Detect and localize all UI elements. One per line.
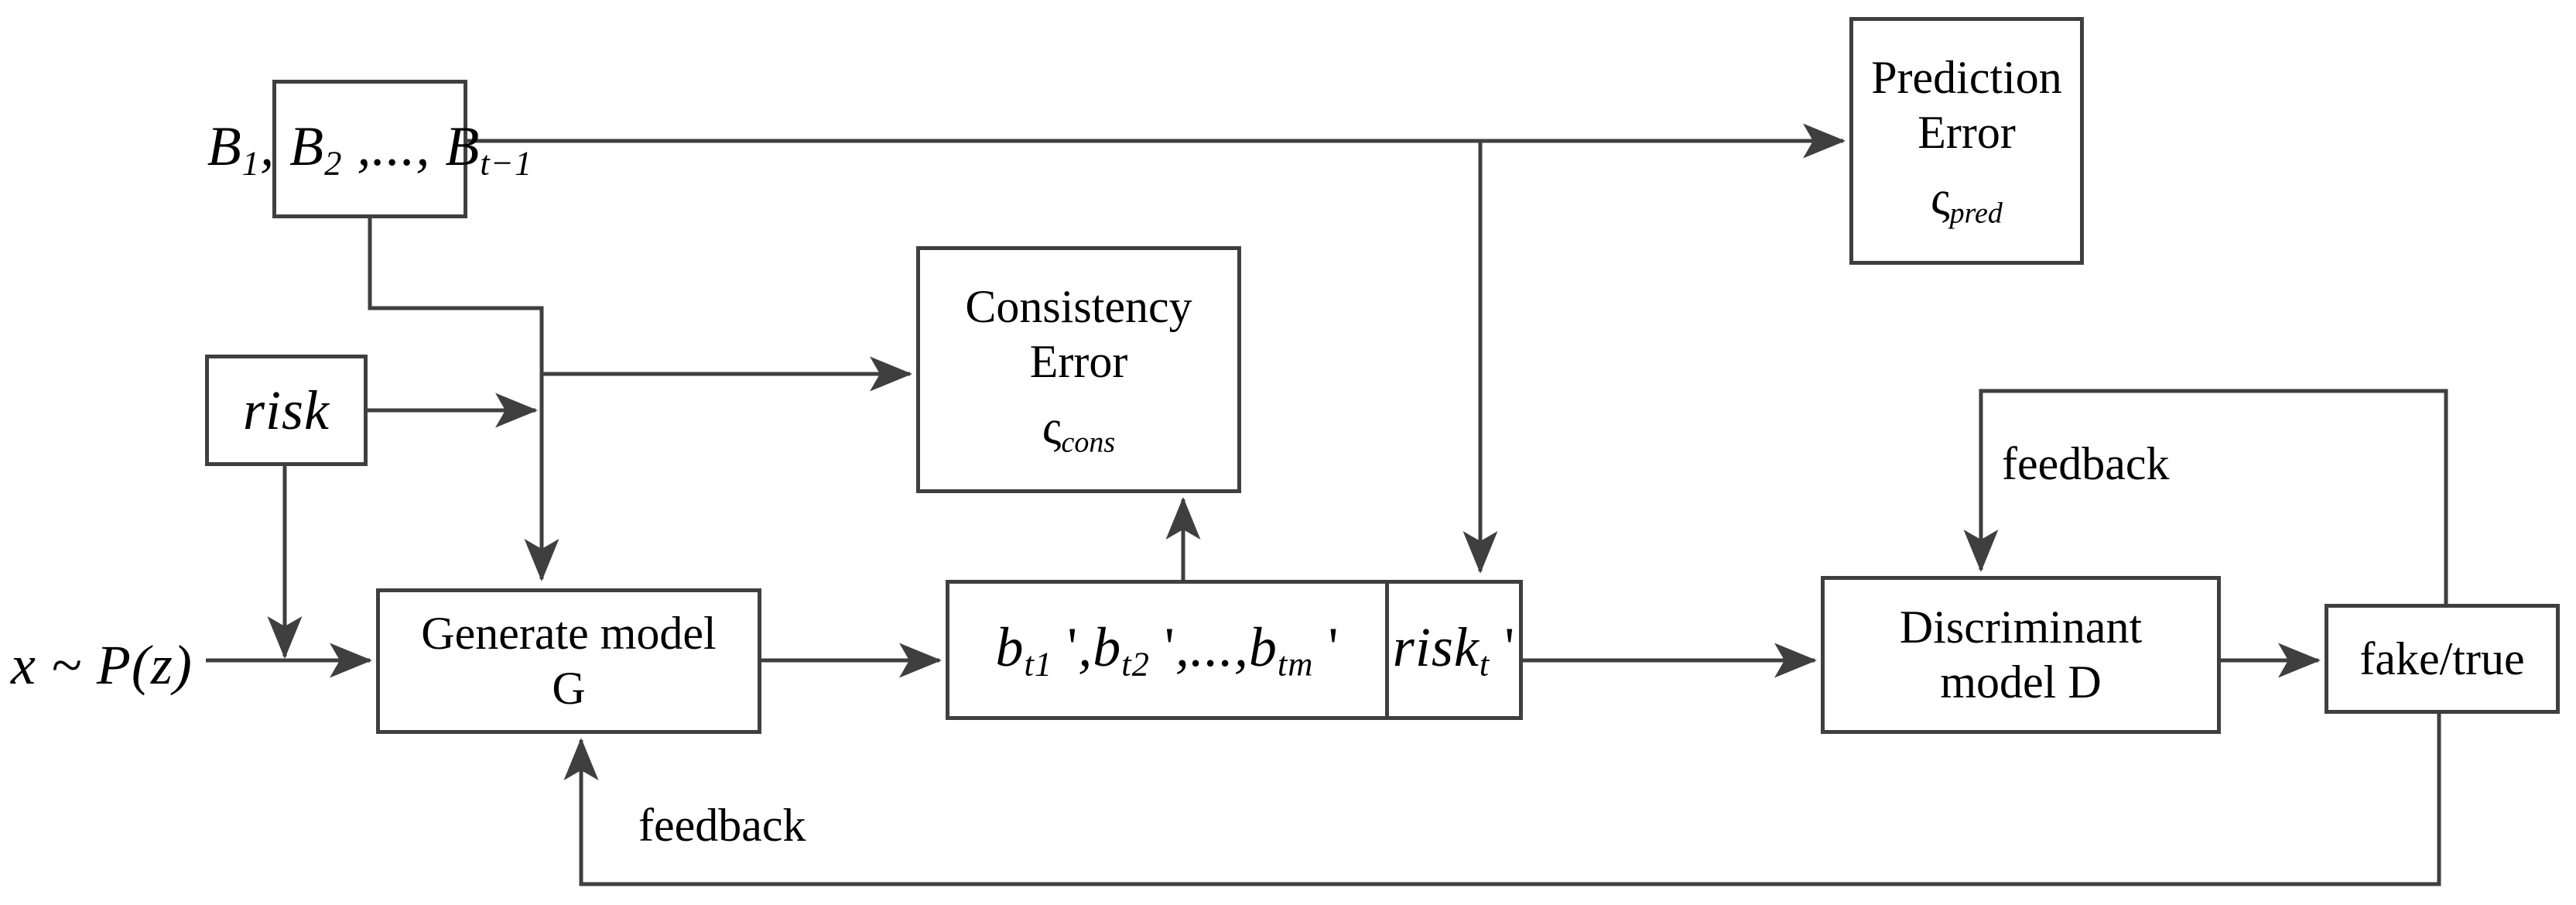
edge-feedback-to-discriminator: [1963, 389, 2448, 604]
generated-sequence-cell[interactable]: bt1 ',bt2 ',...,btm ': [949, 584, 1385, 716]
generate-model-line2: G: [552, 663, 586, 714]
generated-risk-cell[interactable]: riskt ': [1385, 584, 1519, 716]
history-sequence-label: B1, B2 ,..., Bt−1: [207, 115, 533, 183]
feedback-label-discriminator: feedback: [2002, 438, 2170, 489]
generated-sequence-label: bt1 ',bt2 ',...,btm ': [995, 616, 1339, 684]
consistency-error-box[interactable]: Consistency Error ςcons: [916, 246, 1241, 493]
discriminant-model-line2: model D: [1940, 656, 2102, 708]
generated-risk-label: riskt ': [1392, 616, 1516, 684]
generate-model-box[interactable]: Generate model G: [376, 588, 761, 734]
consistency-error-symbol: ςcons: [1042, 401, 1116, 459]
risk-label: risk: [243, 379, 330, 441]
discriminant-model-box[interactable]: Discriminant model D: [1821, 576, 2221, 734]
discriminant-model-line1: Discriminant: [1899, 602, 2143, 653]
risk-box[interactable]: risk: [205, 355, 368, 466]
generate-model-line1: Generate model: [421, 608, 717, 660]
prediction-error-title: Prediction Error: [1871, 52, 2062, 159]
fake-true-label: fake/true: [2359, 632, 2525, 684]
noise-distribution-label: x ~ P(z): [11, 634, 193, 696]
history-sequence-box[interactable]: B1, B2 ,..., Bt−1: [207, 80, 532, 218]
edge-feedback-to-generator: [563, 714, 2441, 886]
fake-true-box[interactable]: fake/true: [2325, 604, 2560, 714]
consistency-error-title: Consistency Error: [965, 280, 1192, 387]
generated-output-box[interactable]: bt1 ',bt2 ',...,btm ' riskt ': [946, 580, 1523, 720]
feedback-label-generator: feedback: [638, 800, 806, 851]
prediction-error-symbol: ςpred: [1931, 173, 2003, 230]
edge-history-to-generator: [368, 218, 559, 582]
prediction-error-box[interactable]: Prediction Error ςpred: [1849, 17, 2084, 265]
